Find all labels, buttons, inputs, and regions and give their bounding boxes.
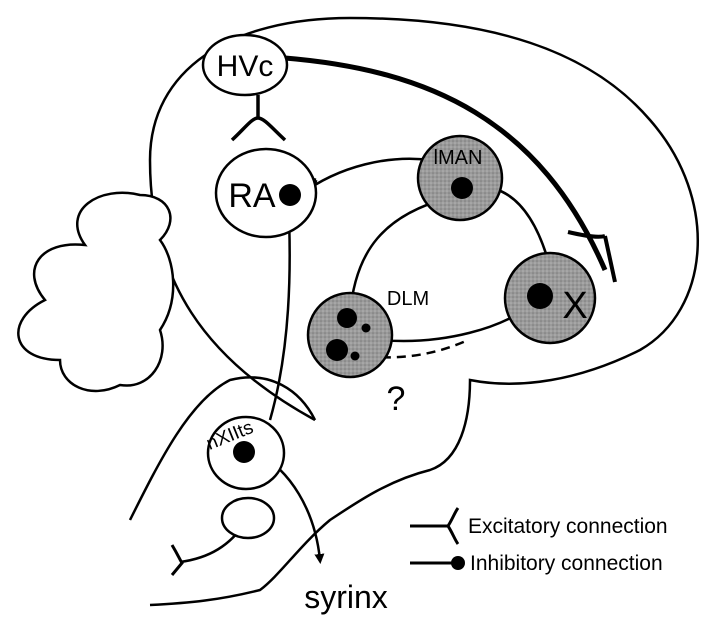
unknown-connection-marker: ? (387, 380, 406, 418)
brainstem-outline (128, 376, 317, 521)
x-label: X (562, 285, 587, 327)
hvc-to-x-pathway (284, 55, 608, 271)
excitatory-legend-symbol (410, 507, 460, 545)
lower-nucleus-excitatory-terminal (170, 544, 184, 576)
dlm-unknown-connection (351, 338, 469, 359)
cerebellum-outline (17, 191, 175, 393)
dlm-neuron-lower (326, 339, 348, 361)
dlm-nucleus (306, 291, 394, 379)
dlm-small-terminal (350, 351, 360, 361)
legend: Excitatory connection Inhibitory connect… (410, 507, 668, 575)
dlm-small-terminal (361, 323, 371, 333)
excitatory-legend-label: Excitatory connection (468, 515, 668, 538)
ra-to-lman-pathway (299, 157, 431, 197)
dlm-neuron-upper (337, 308, 357, 328)
hvc-to-ra-terminal (230, 95, 287, 142)
dlm-label: DLM (387, 288, 429, 310)
ra-neuron (279, 184, 301, 206)
x-neuron (527, 283, 553, 309)
lman-neuron (451, 177, 473, 199)
hvc-x-excitatory-terminal (567, 230, 617, 283)
lman-label: lMAN (434, 147, 483, 169)
syrinx-label: syrinx (304, 579, 388, 615)
hvc-label: HVc (217, 50, 274, 83)
inhibitory-legend-label: Inhibitory connection (470, 552, 663, 575)
ra-label: RA (228, 177, 276, 215)
ra-nucleus (214, 147, 318, 239)
brain-outline (148, 16, 699, 607)
lower-nucleus (220, 496, 276, 540)
hvc-nucleus (201, 33, 289, 97)
nxiits-neuron (233, 441, 255, 463)
inhibitory-legend-dot (451, 556, 465, 570)
